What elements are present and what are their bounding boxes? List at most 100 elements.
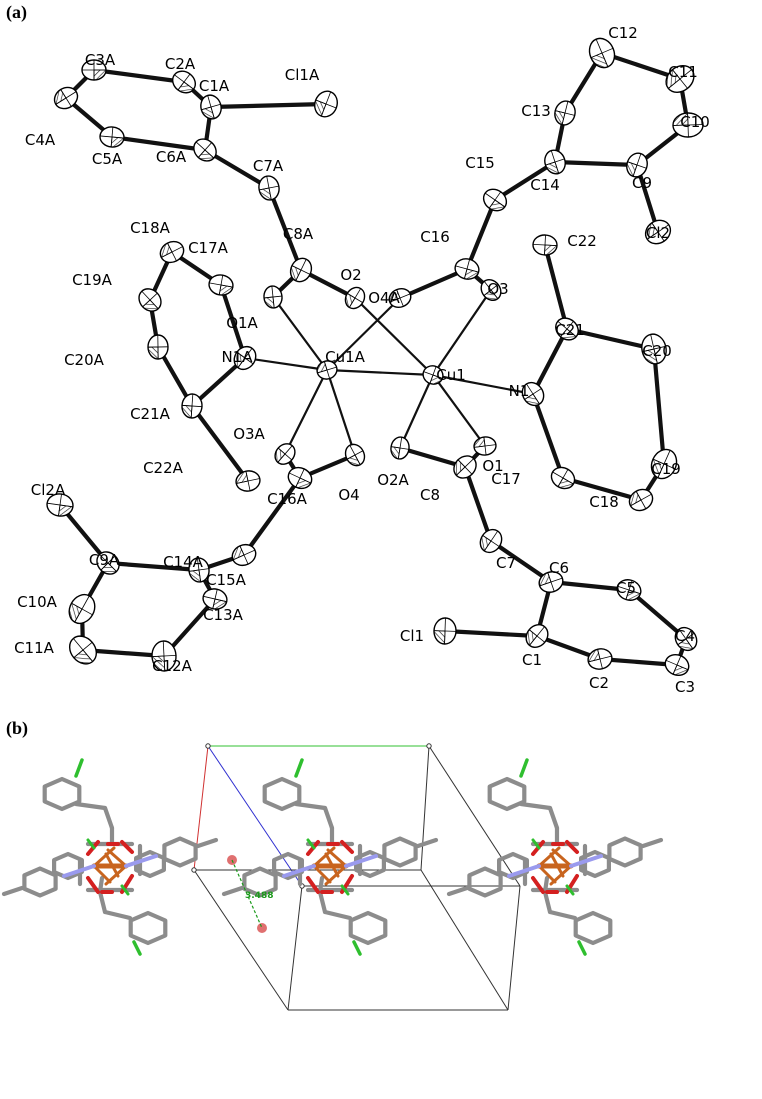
atom-label-c22: C22 [567,232,597,250]
aromatic-ring [52,851,84,881]
atom-label-cu1a: Cu1A [325,348,366,366]
unit-cell-edge [207,745,303,887]
bond-C18-C17 [560,475,644,503]
atom-label-c4a: C4A [25,131,56,149]
atom-cl2a [46,493,74,517]
atom-c10 [672,112,704,138]
bond-C14A-C9A [105,560,202,573]
atom-label-c21a: C21A [130,405,171,423]
atom-label-o4: O4 [338,486,359,504]
bond-Cu1-O3 [431,288,493,377]
stick-bond [551,848,573,868]
stick-bond [86,876,100,894]
atom-c11 [665,65,695,93]
bond-Cu1-N1 [431,373,535,396]
stick-bond [340,884,350,896]
atom-label-c20: C20 [642,342,672,360]
atom-c16 [454,258,480,280]
atom-cl2 [644,219,672,245]
atom-label-cl1: Cl1 [400,627,424,645]
atom-label-o3a: O3A [233,425,265,443]
aromatic-ring [467,866,503,898]
atom-label-o2: O2 [340,266,361,284]
stick-bond [104,852,120,878]
atom-label-o3: O3 [487,280,508,298]
stick-bond [531,838,541,850]
bond-C1A-Cl1A [208,101,329,110]
stick-bond [531,876,545,894]
atom-c11a [68,635,98,665]
atom-c4a [53,86,79,110]
atom-label-cl2a: Cl2A [31,481,66,499]
aromatic-ring [497,851,529,881]
stick-bond [547,805,560,831]
stick-bond [577,940,587,956]
cu-paddlewheel-dimer-2 [221,758,439,956]
atom-label-c19: C19 [651,460,681,478]
atom-c13 [554,100,576,126]
atom-label-n1: N1 [509,382,530,400]
bond-C6-C5 [548,579,632,593]
bond-Cu1A-O4 [325,368,357,457]
atom-label-cu1: Cu1 [436,366,466,384]
atom-c22 [532,234,558,256]
atom-label-c22a: C22A [143,459,184,477]
atom-c21a [181,393,203,419]
bond-C21A-C22A [189,403,251,484]
stick-bond [195,837,219,849]
stick-bond [120,840,134,854]
atom-c8a [289,257,313,283]
unit-cell-edge [428,745,521,887]
stick-bond [102,805,115,831]
atom-c17a [208,274,234,296]
atom-c5a [99,126,125,148]
atom-label-c2: C2 [589,674,609,692]
atom-c7 [479,528,503,554]
atom-label-n1a: N1A [221,348,253,366]
atom-label-c5: C5 [616,579,636,597]
atom-c21 [555,317,579,341]
bond-C9-C14 [552,159,640,168]
stick-bond [86,838,96,850]
bond-C21-C22 [542,242,570,332]
ortep-bonds [57,50,691,668]
stick-bond [124,854,158,868]
atom-label-c18a: C18A [130,219,171,237]
bond-C6A-C5A [109,134,208,153]
atom-label-c8: C8 [420,486,440,504]
unit-cell-edge [193,869,289,1011]
stick-bond [132,940,142,956]
atom-label-c15: C15 [465,154,495,172]
stick-bond [294,758,304,778]
atom-label-c2a: C2A [165,55,196,73]
ring-centroid-lower [257,923,267,933]
atom-label-c17: C17 [491,470,521,488]
atom-c1a [200,94,222,120]
bond-O2-Cu1 [353,296,435,377]
atom-c15 [482,188,508,212]
stick-bond [1,885,25,897]
cell-origin-marker [205,743,211,749]
atom-label-c11: C11 [668,63,698,81]
atom-label-c10: C10 [680,113,710,131]
atom-o2 [344,286,366,310]
atom-c13a [202,588,228,610]
atom-c6a [193,138,217,162]
atom-label-o4a: O4A [368,289,400,307]
bond-Cu1-O2A [398,373,435,450]
unit-cell-edge [287,885,303,1011]
cell-corner-marker [426,743,432,749]
atom-o3a [274,443,296,465]
cu-paddlewheel-dimer-1 [1,758,219,956]
bond-C7A-C8A [266,185,304,273]
atom-c3a [81,59,107,81]
atom-label-c20a: C20A [64,351,105,369]
atom-c5 [616,579,642,601]
stick-bond [547,909,578,921]
atom-label-c3: C3 [675,678,695,696]
atom-o4a [388,287,412,309]
stick-bond [340,840,354,854]
bond-O1A-Cu1A [271,295,329,372]
atom-c9a [96,551,120,575]
